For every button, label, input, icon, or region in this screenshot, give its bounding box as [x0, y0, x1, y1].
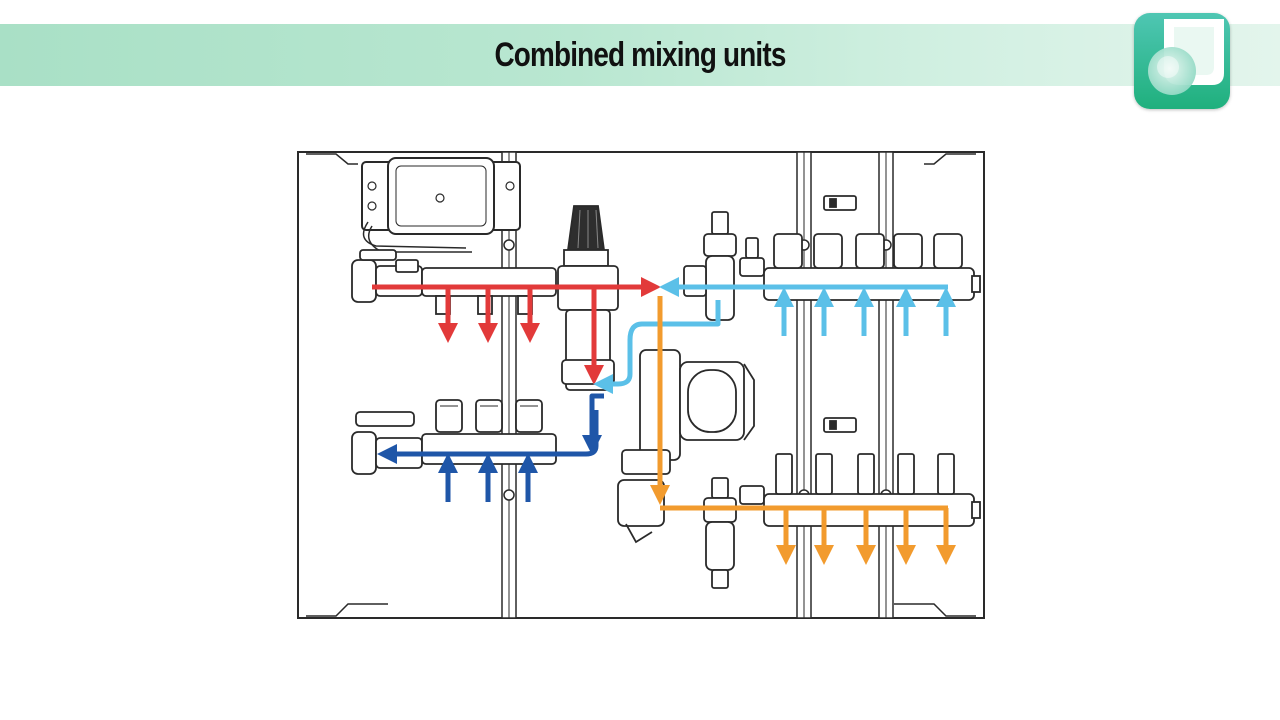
- control-box: [361, 157, 521, 253]
- cold-return-manifold: [763, 195, 981, 301]
- mixing-unit-diagram: [296, 150, 986, 620]
- brand-logo-icon: [1134, 13, 1230, 109]
- slide-title: Combined mixing units: [494, 36, 786, 74]
- hot-supply-flow: [372, 277, 661, 385]
- mixed-return-manifold: [351, 399, 557, 475]
- mixing-valve: [557, 205, 619, 391]
- title-bar: Combined mixing units: [0, 24, 1280, 86]
- mixed-return-flow: [377, 393, 604, 502]
- cabinet-frame: [297, 151, 985, 619]
- cold-return-flow: [593, 277, 956, 394]
- hot-supply-manifold: [351, 249, 557, 315]
- mixed-supply-flow: [650, 296, 956, 565]
